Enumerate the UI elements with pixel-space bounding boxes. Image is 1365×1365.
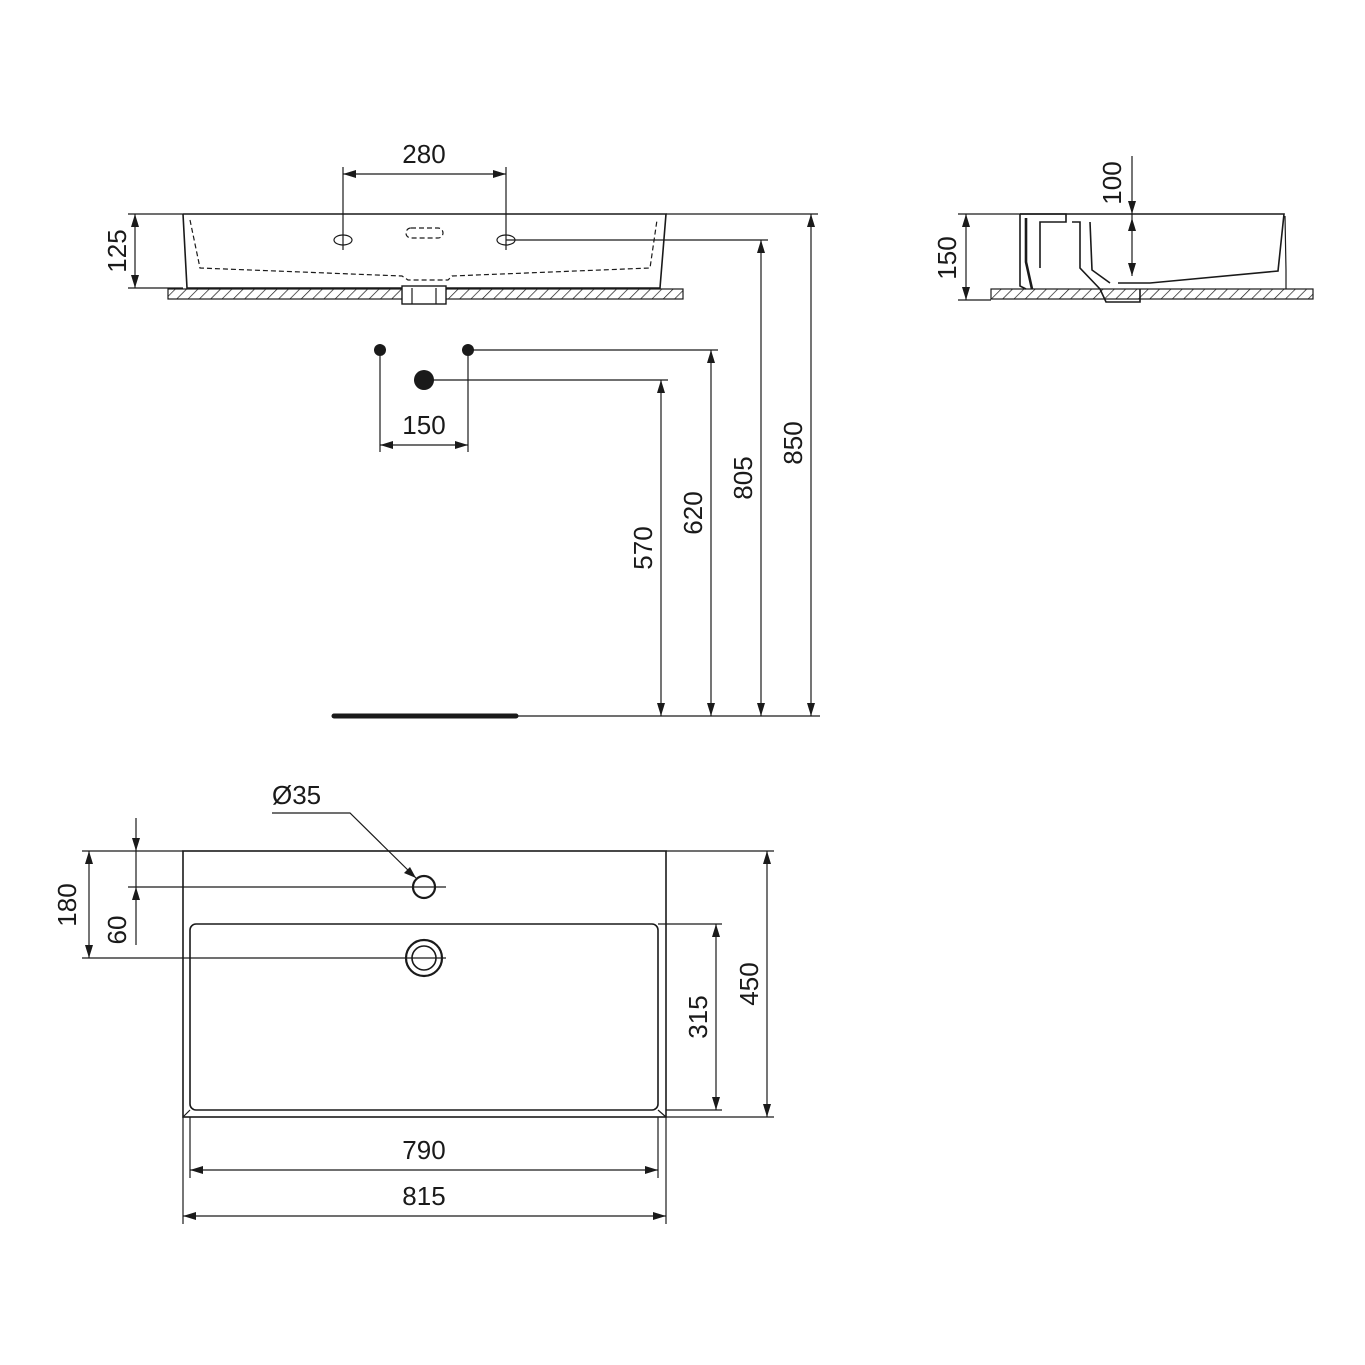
dim-basin-height: 125 [102, 229, 132, 272]
basin-front-outline [182, 213, 667, 289]
dim-waste-offset: 180 [52, 883, 82, 926]
dim-tap-hole-spacing: 280 [402, 139, 445, 169]
basin-bowl-outline [189, 923, 659, 1111]
waste-outlet [401, 285, 447, 305]
overflow-slot [405, 227, 444, 239]
dim-wall-outlet-spacing: 150 [402, 410, 445, 440]
dim-tap-hole-offset: 60 [102, 916, 132, 945]
dim-bowl-depth: 315 [683, 995, 713, 1038]
dim-side-inner-depth: 100 [1097, 161, 1127, 204]
wall-connections-view: 150 570 620 805 850 [331, 213, 820, 719]
dim-rim-height: 850 [778, 421, 808, 464]
supply-point-left [374, 344, 386, 356]
side-elevation-view: 100 150 [932, 156, 1314, 303]
countertop-section-side [990, 288, 1314, 300]
dim-overall-depth: 450 [734, 962, 764, 1005]
dim-tap-hole-height: 805 [728, 456, 758, 499]
plan-view: Ø35 60 180 315 450 790 [52, 780, 774, 1224]
basin-side-outline [1020, 213, 1285, 284]
dim-supply-height: 620 [678, 491, 708, 534]
dim-side-height: 150 [932, 236, 962, 279]
basin-plan-outline [182, 850, 667, 1118]
dim-overall-width: 815 [402, 1181, 445, 1211]
front-elevation-view: 280 125 [102, 139, 684, 305]
dim-drain-height: 570 [628, 526, 658, 569]
dim-bowl-width: 790 [402, 1135, 445, 1165]
basin-inner-hidden-line [189, 219, 658, 281]
dim-tap-hole-diameter: Ø35 [272, 780, 321, 810]
